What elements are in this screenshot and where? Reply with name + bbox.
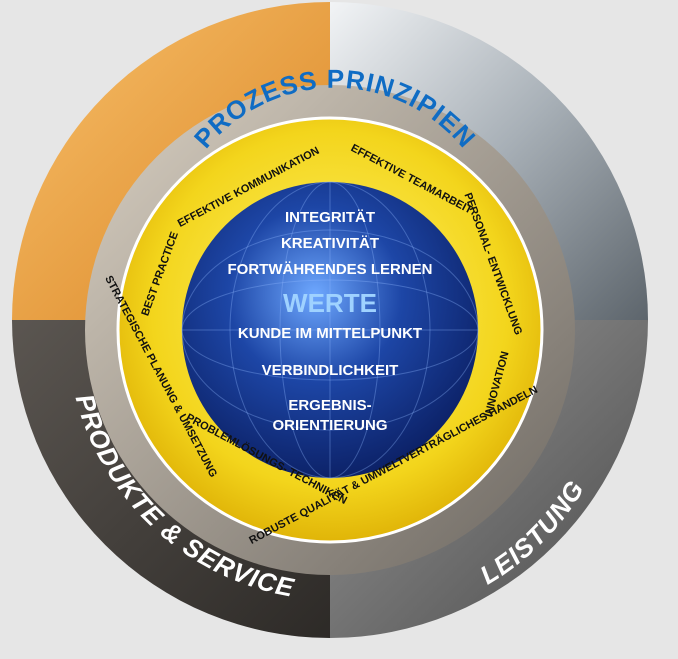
value-integrity: INTEGRITÄT — [285, 209, 375, 226]
values-globe — [181, 181, 479, 479]
value-creativity: KREATIVITÄT — [281, 235, 379, 252]
value-learning: FORTWÄHRENDES LERNEN — [228, 261, 433, 278]
value-customer: KUNDE IM MITTELPUNKT — [238, 325, 422, 342]
value-results-line-1: ERGEBNIS- — [288, 397, 371, 414]
value-commitment: VERBINDLICHKEIT — [262, 362, 399, 379]
value-results-line-2: ORIENTIERUNG — [272, 417, 387, 434]
values-title: WERTE — [283, 288, 377, 318]
